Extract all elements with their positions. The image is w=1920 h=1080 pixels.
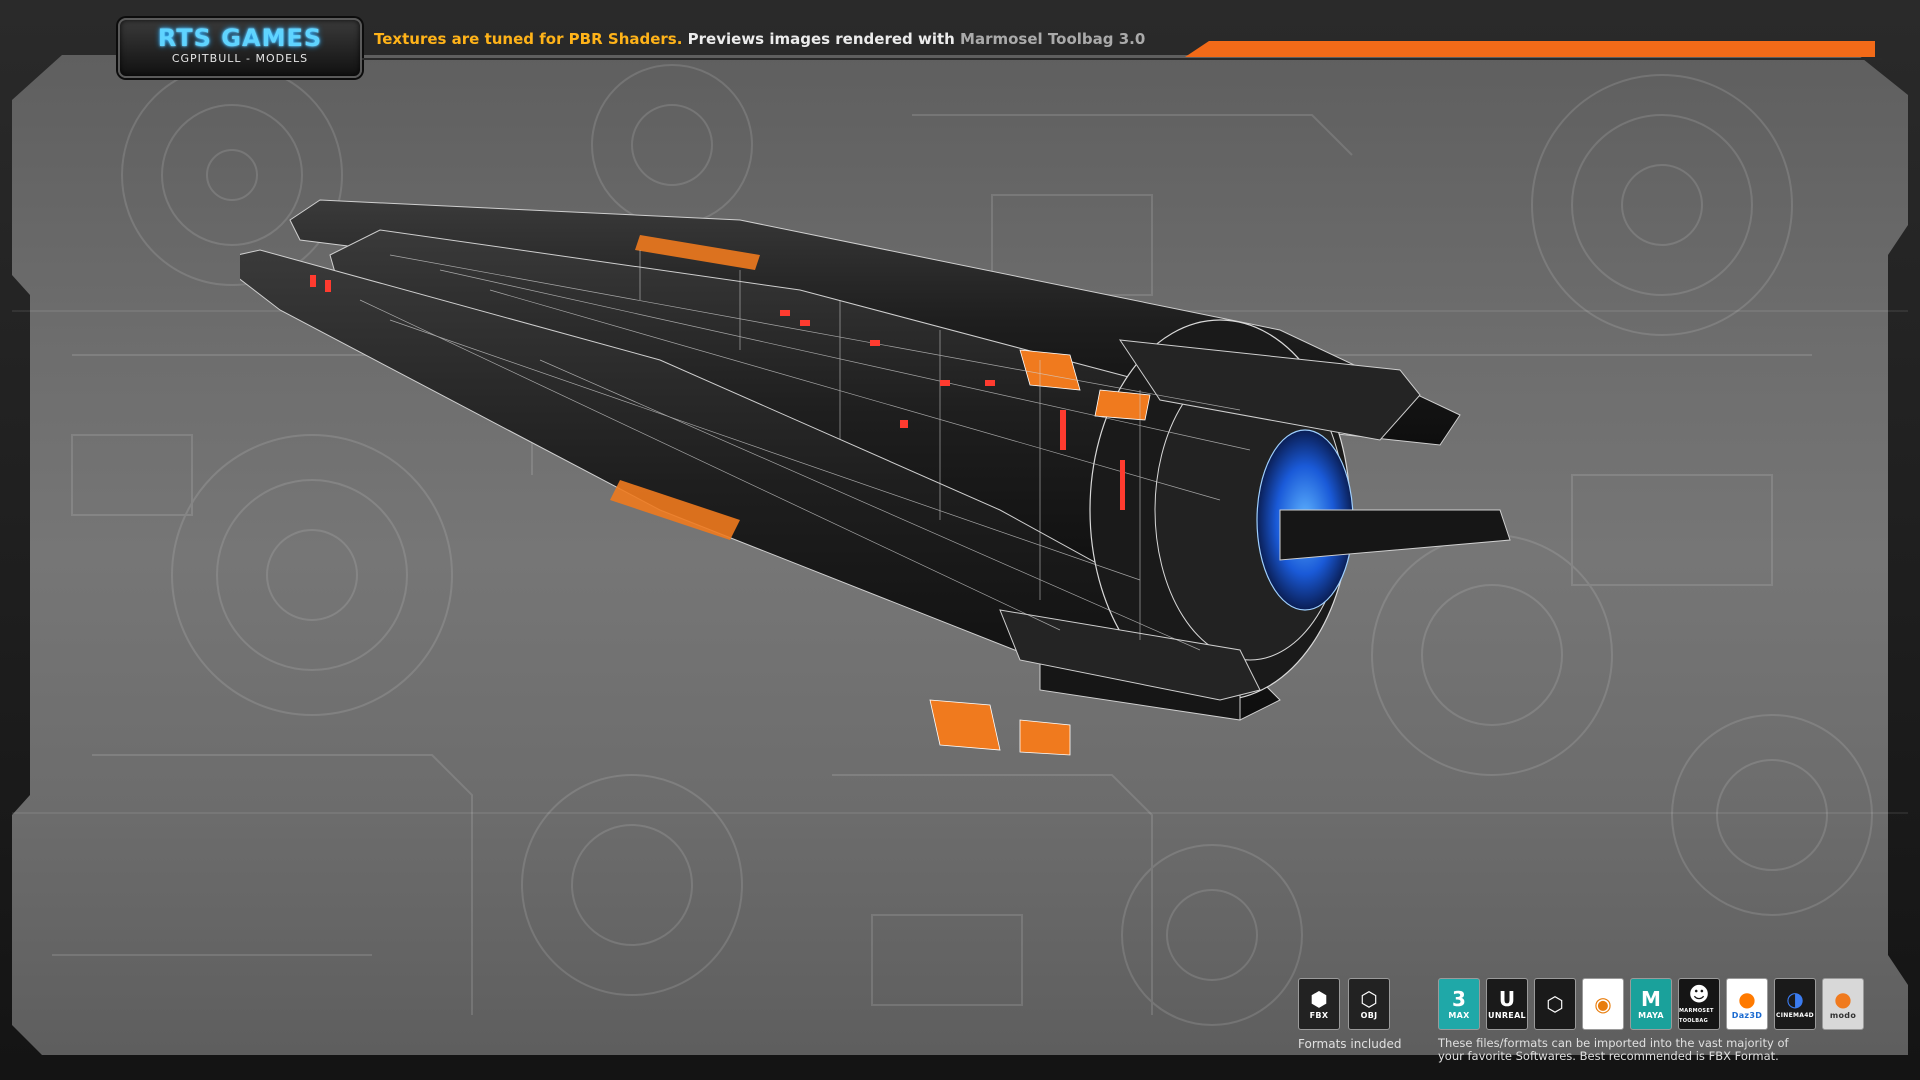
- daz3d-icon: ●Daz3D: [1726, 978, 1768, 1030]
- logo-subtitle: CGPITBULL - MODELS: [171, 52, 309, 65]
- header-headline: Textures are tuned for PBR Shaders. Prev…: [374, 30, 1145, 48]
- panel-floor-line: [12, 812, 1908, 814]
- rts-games-logo: RTS GAMES CGPITBULL - MODELS: [118, 18, 362, 78]
- headline-mid: Previews images rendered with: [682, 30, 961, 48]
- logo-title: RTS GAMES: [157, 24, 323, 52]
- marmoset-icon: ☻MARMOSET TOOLBAG: [1678, 978, 1720, 1030]
- headline-tool: Marmosel Toolbag 3.0: [960, 30, 1146, 48]
- obj-cube-icon: ⬡ OBJ: [1348, 978, 1390, 1030]
- blender-icon: ◉: [1582, 978, 1624, 1030]
- software-caption: These files/formats can be imported into…: [1438, 1037, 1878, 1063]
- unity-icon: ⬡: [1534, 978, 1576, 1030]
- header-divider: [362, 58, 1882, 60]
- formats-caption: Formats included: [1298, 1037, 1402, 1051]
- software-caption-line2: your favorite Softwares. Best recommende…: [1438, 1049, 1779, 1063]
- cinema4d-icon: ◑CINEMA4D: [1774, 978, 1816, 1030]
- modo-icon: ●modo: [1822, 978, 1864, 1030]
- software-caption-line1: These files/formats can be imported into…: [1438, 1036, 1789, 1050]
- spaceship-render: [240, 199, 1511, 756]
- formats-icon-row: ⬢ FBX ⬡ OBJ: [1298, 978, 1390, 1030]
- fbx-file-icon: ⬢ FBX: [1298, 978, 1340, 1030]
- accent-bar: [1185, 41, 1875, 57]
- headline-highlight: Textures are tuned for PBR Shaders.: [374, 30, 683, 48]
